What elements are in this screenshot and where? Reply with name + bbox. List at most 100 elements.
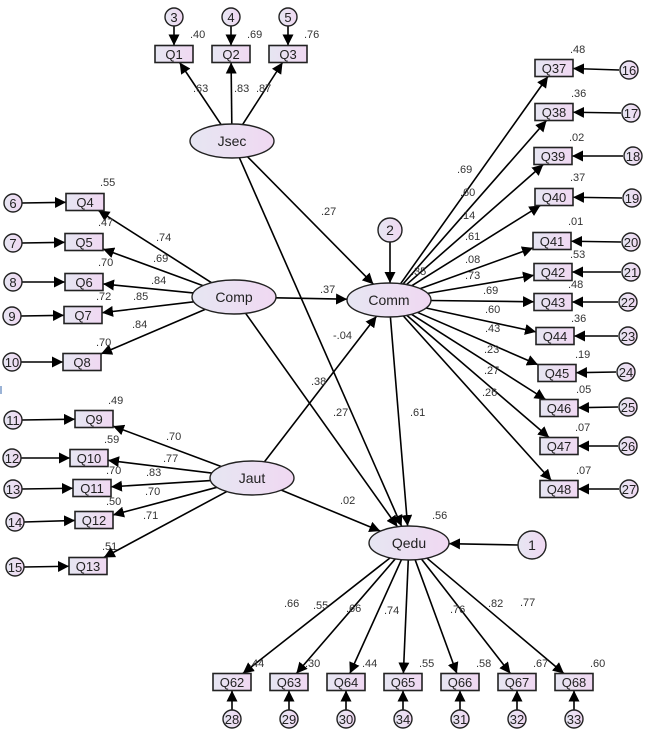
loading-q66: .76 xyxy=(450,604,465,616)
indicator-q6[interactable]: Q6 xyxy=(64,272,104,292)
indicator-q67[interactable]: Q67 xyxy=(497,672,537,692)
error-term-17[interactable]: 17 xyxy=(621,103,641,123)
indicator-q42[interactable]: Q42 xyxy=(533,262,573,282)
loading-arrow-q46 xyxy=(411,313,547,401)
indicator-box xyxy=(532,231,572,251)
error-arrow-16 xyxy=(572,63,620,75)
indicator-q41[interactable]: Q41 xyxy=(532,231,572,251)
loading-q39: .14 xyxy=(460,210,475,222)
error-term-12[interactable]: 12 xyxy=(2,448,22,468)
error-term-33[interactable]: 33 xyxy=(564,709,584,729)
indicator-q3[interactable]: Q3 xyxy=(268,44,308,64)
loading-arrow-q11 xyxy=(110,479,211,492)
indicator-q43[interactable]: Q43 xyxy=(533,292,573,312)
loading-q10: .77 xyxy=(163,453,178,465)
latent-jaut[interactable]: Jaut xyxy=(209,460,295,496)
error-term-4[interactable]: 4 xyxy=(221,7,241,27)
disturbance-2[interactable]: 2 xyxy=(377,217,403,243)
loading-arrow-q40 xyxy=(411,204,541,287)
error-term-32[interactable]: 32 xyxy=(507,709,527,729)
indicator-q5[interactable]: Q5 xyxy=(64,232,104,252)
error-term-30[interactable]: 30 xyxy=(336,709,356,729)
error-term-19[interactable]: 19 xyxy=(622,188,642,208)
error-term-18[interactable]: 18 xyxy=(623,146,643,166)
indicator-q1[interactable]: Q1 xyxy=(154,44,194,64)
error-term-34[interactable]: 34 xyxy=(393,709,413,729)
indicator-q10[interactable]: Q10 xyxy=(69,448,109,468)
r2-comm: .35 xyxy=(411,266,426,278)
error-term-23[interactable]: 23 xyxy=(618,326,638,346)
error-term-26[interactable]: 26 xyxy=(618,436,638,456)
path-coef-comp-comm: .37 xyxy=(320,284,335,296)
error-term-15[interactable]: 15 xyxy=(5,557,25,577)
r2-q66: .58 xyxy=(476,658,491,670)
error-term-14[interactable]: 14 xyxy=(5,512,25,532)
indicator-q37[interactable]: Q37 xyxy=(534,58,574,78)
error-label: 3 xyxy=(170,10,177,25)
r2-q6: .70 xyxy=(98,257,113,269)
indicator-box xyxy=(269,672,309,692)
error-term-7[interactable]: 7 xyxy=(3,233,23,253)
indicator-q38[interactable]: Q38 xyxy=(534,102,574,122)
error-term-3[interactable]: 3 xyxy=(164,7,184,27)
error-term-21[interactable]: 21 xyxy=(621,262,641,282)
indicator-box xyxy=(534,187,574,207)
loading-arrow-q12 xyxy=(112,486,218,518)
indicator-q13[interactable]: Q13 xyxy=(68,556,108,576)
indicator-q39[interactable]: Q39 xyxy=(533,146,573,166)
error-term-11[interactable]: 11 xyxy=(3,410,23,430)
error-term-31[interactable]: 31 xyxy=(450,709,470,729)
indicator-q8[interactable]: Q8 xyxy=(62,352,102,372)
error-term-22[interactable]: 22 xyxy=(618,292,638,312)
latent-comm[interactable]: Comm xyxy=(346,282,432,318)
indicator-q66[interactable]: Q66 xyxy=(440,672,480,692)
indicator-q62[interactable]: Q62 xyxy=(212,672,252,692)
indicator-q2[interactable]: Q2 xyxy=(211,44,251,64)
error-term-16[interactable]: 16 xyxy=(619,60,639,80)
error-arrow-25 xyxy=(577,402,619,414)
error-label: 14 xyxy=(8,515,22,530)
indicator-q44[interactable]: Q44 xyxy=(535,326,575,346)
indicator-q63[interactable]: Q63 xyxy=(269,672,309,692)
indicator-q68[interactable]: Q68 xyxy=(554,672,594,692)
error-term-24[interactable]: 24 xyxy=(616,362,636,382)
loading-arrow-q3 xyxy=(241,62,284,125)
indicator-q46[interactable]: Q46 xyxy=(539,398,579,418)
error-term-6[interactable]: 6 xyxy=(3,193,23,213)
error-term-8[interactable]: 8 xyxy=(3,272,23,292)
error-term-10[interactable]: 10 xyxy=(2,352,22,372)
error-arrow-20 xyxy=(570,235,622,247)
indicator-q12[interactable]: Q12 xyxy=(74,510,114,530)
error-term-27[interactable]: 27 xyxy=(619,479,639,499)
indicator-q48[interactable]: Q48 xyxy=(539,479,579,499)
r2-q4: .55 xyxy=(100,177,115,189)
error-label: 16 xyxy=(622,63,636,78)
indicator-q40[interactable]: Q40 xyxy=(534,187,574,207)
indicator-q65[interactable]: Q65 xyxy=(383,672,423,692)
indicator-box xyxy=(533,292,573,312)
indicator-box xyxy=(537,363,577,383)
latent-qedu[interactable]: Qedu xyxy=(368,525,450,561)
indicator-q7[interactable]: Q7 xyxy=(63,305,103,325)
loading-arrow-q65 xyxy=(398,559,410,674)
error-term-20[interactable]: 20 xyxy=(621,232,641,252)
error-term-13[interactable]: 13 xyxy=(3,479,23,499)
latent-comp[interactable]: Comp xyxy=(191,279,277,315)
indicator-q4[interactable]: Q4 xyxy=(65,192,105,212)
error-term-5[interactable]: 5 xyxy=(278,7,298,27)
disturbance-1[interactable]: 1 xyxy=(517,530,547,560)
error-term-9[interactable]: 9 xyxy=(2,306,22,326)
indicator-q9[interactable]: Q9 xyxy=(74,409,114,429)
indicator-q45[interactable]: Q45 xyxy=(537,363,577,383)
error-term-28[interactable]: 28 xyxy=(222,709,242,729)
loading-q40: .61 xyxy=(465,231,480,243)
indicator-q11[interactable]: Q11 xyxy=(72,478,112,498)
error-term-25[interactable]: 25 xyxy=(618,397,638,417)
latent-jsec[interactable]: Jsec xyxy=(189,123,275,159)
latent-label: Jsec xyxy=(218,133,247,149)
indicator-q47[interactable]: Q47 xyxy=(539,436,579,456)
error-term-29[interactable]: 29 xyxy=(279,709,299,729)
loading-q1: .63 xyxy=(193,83,208,95)
indicator-q64[interactable]: Q64 xyxy=(326,672,366,692)
error-arrow-15 xyxy=(23,560,70,572)
